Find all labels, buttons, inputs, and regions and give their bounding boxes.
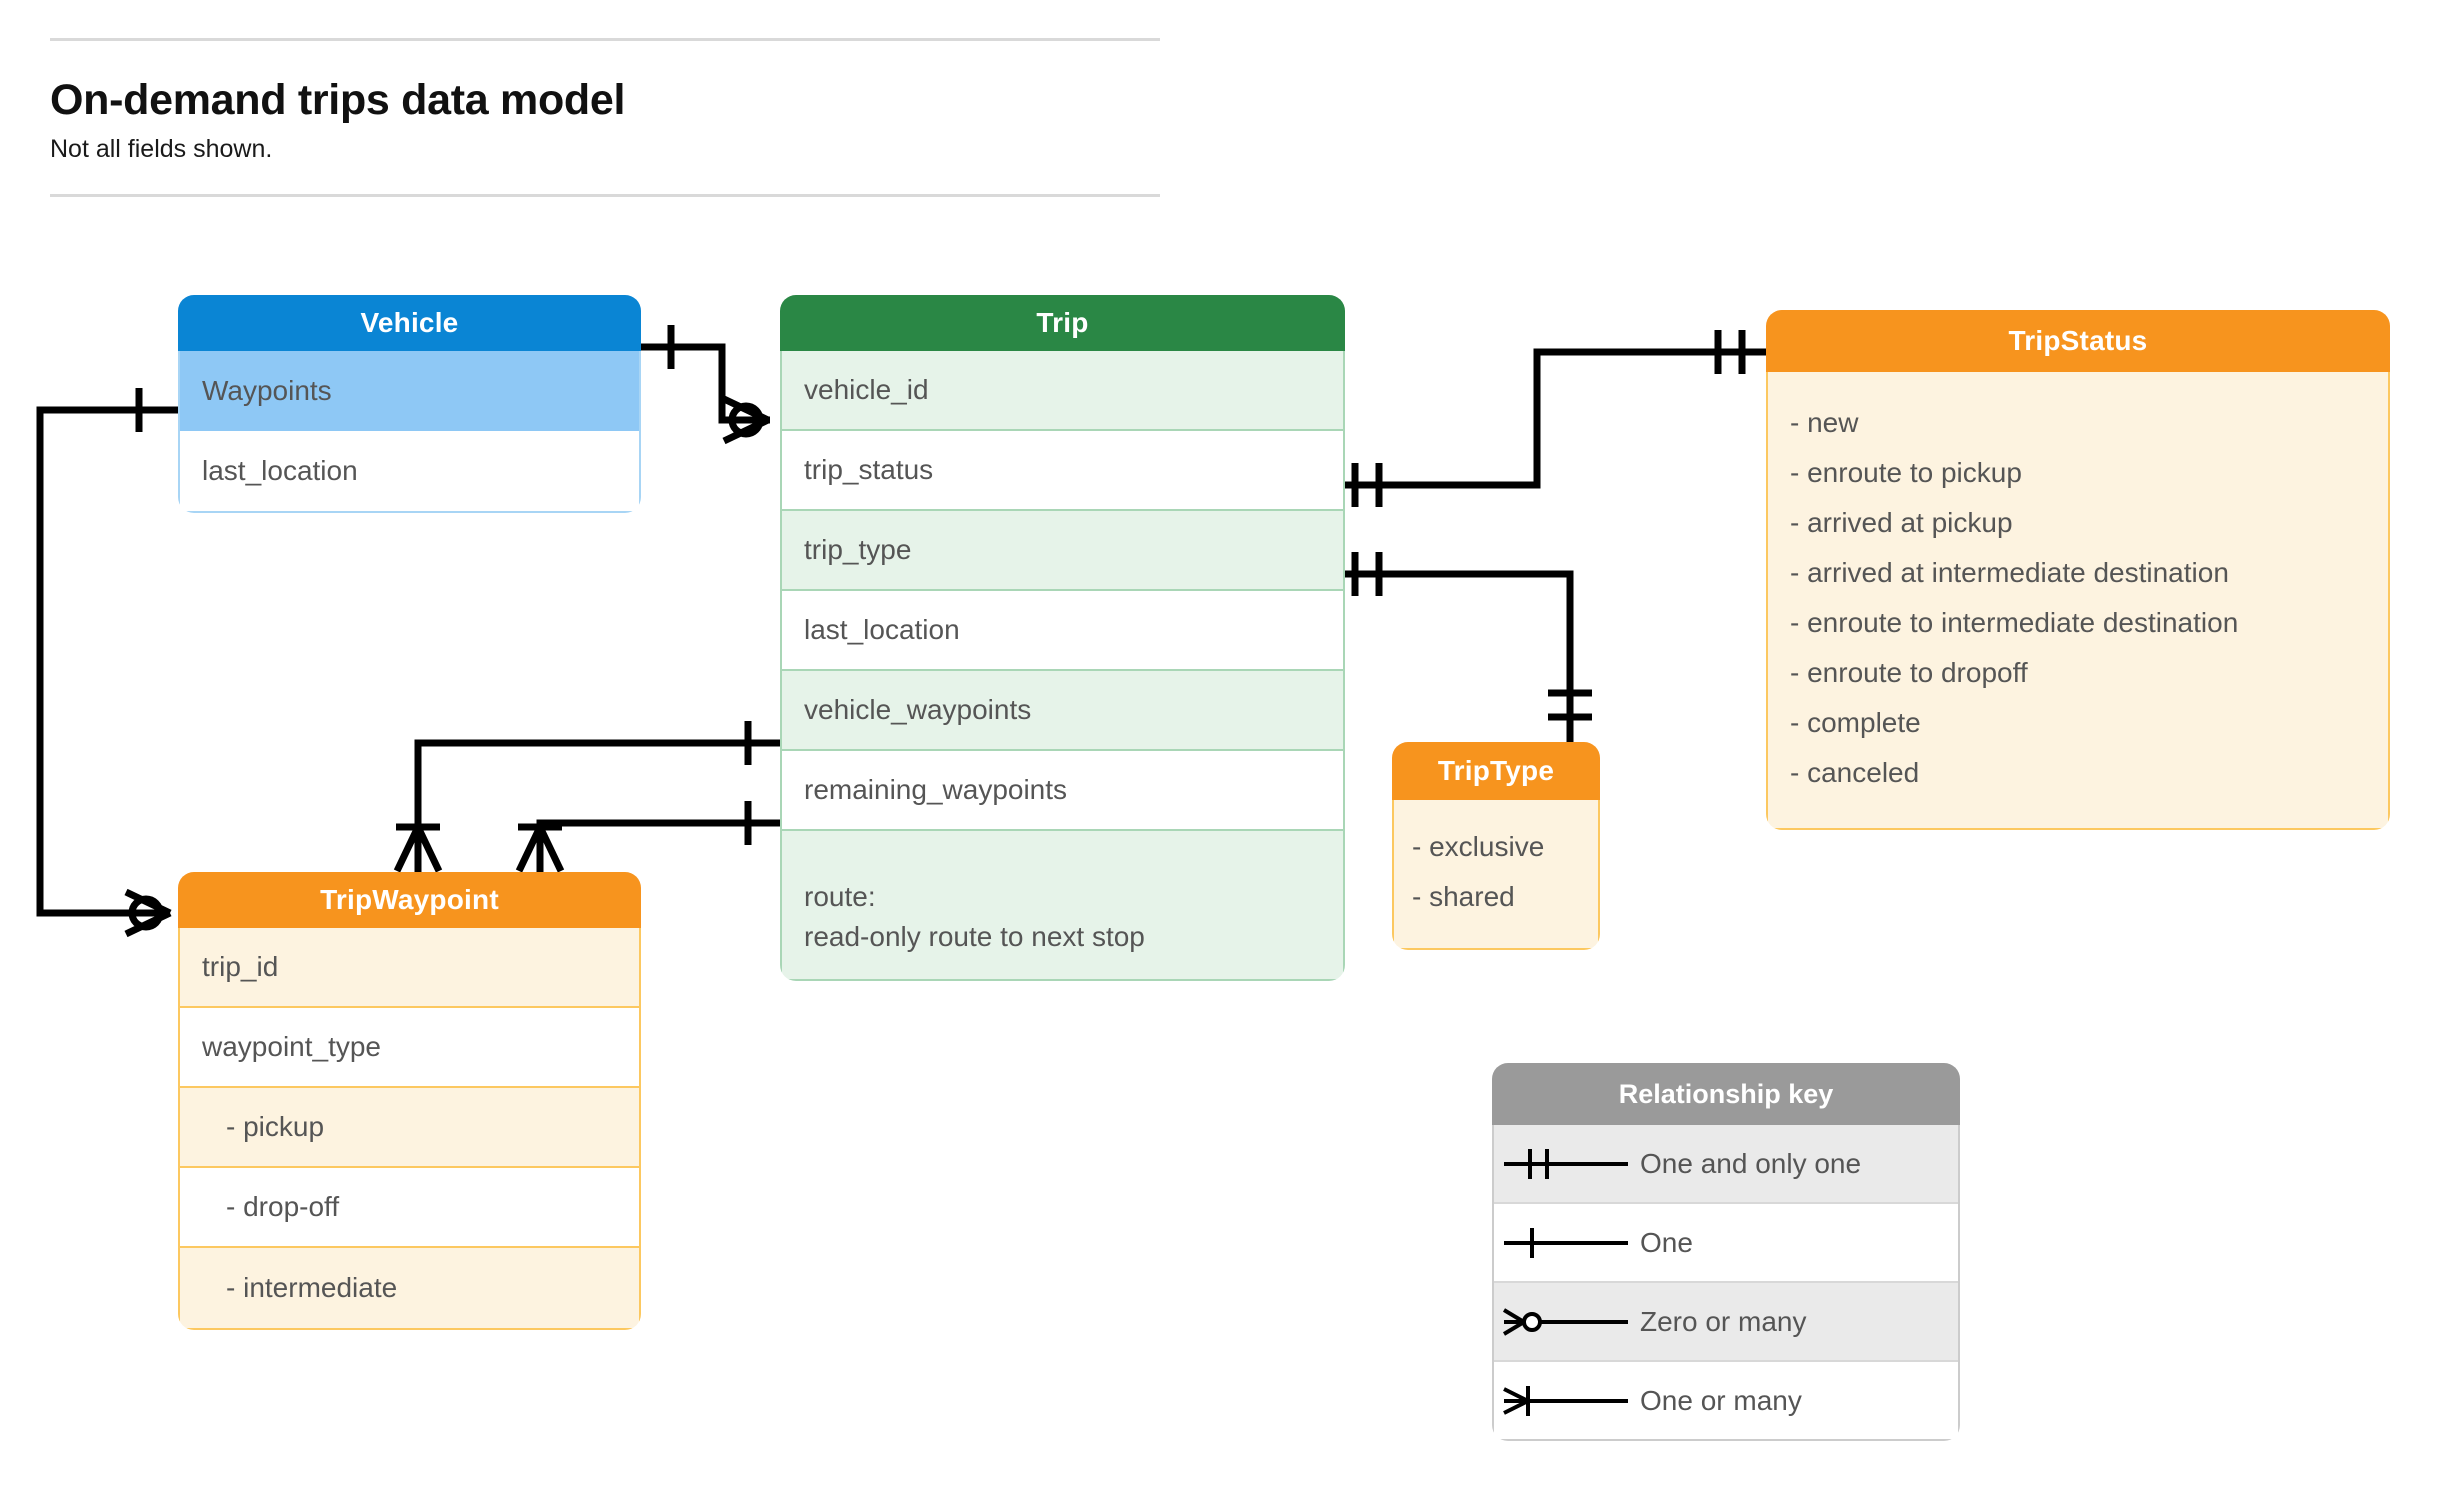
enum-value: - enroute to intermediate destination bbox=[1790, 607, 2239, 638]
field-row-waypoint-type-pickup[interactable]: - pickup bbox=[180, 1088, 639, 1168]
rule-bottom bbox=[50, 194, 1160, 198]
field-label: last_location bbox=[804, 614, 960, 645]
field-row-vehicle-id[interactable]: vehicle_id bbox=[782, 351, 1343, 431]
field-row-waypoint-type-intermediate[interactable]: - intermediate bbox=[180, 1248, 639, 1328]
entity-vehicle-body: Waypoints last_location bbox=[178, 351, 641, 513]
enum-value: - complete bbox=[1790, 707, 1921, 738]
relationship-key-legend[interactable]: Relationship key One and only one bbox=[1492, 1063, 1960, 1441]
connector-remaining-waypoints-to-tripwaypoint bbox=[515, 801, 780, 873]
header-block: On-demand trips data model Not all field… bbox=[50, 38, 1160, 198]
connector-vehicle-to-trip bbox=[641, 325, 770, 445]
field-label-route: route: bbox=[804, 881, 876, 913]
enum-value: - enroute to pickup bbox=[1790, 457, 2022, 488]
field-label: vehicle_id bbox=[804, 374, 929, 405]
field-label: Waypoints bbox=[202, 375, 332, 406]
enum-value: - shared bbox=[1412, 881, 1515, 912]
key-label: One bbox=[1640, 1226, 1693, 1258]
entity-tripstatus-body: - new - enroute to pickup - arrived at p… bbox=[1766, 372, 2390, 830]
key-label: Zero or many bbox=[1640, 1305, 1807, 1337]
relationship-key-body: One and only one One bbox=[1492, 1125, 1960, 1441]
field-label: remaining_waypoints bbox=[804, 774, 1068, 805]
field-label: trip_status bbox=[804, 454, 934, 485]
field-row-remaining-waypoints[interactable]: remaining_waypoints bbox=[782, 751, 1343, 831]
entity-tripwaypoint[interactable]: TripWaypoint trip_id waypoint_type - pic… bbox=[178, 872, 641, 1330]
field-row-last-location[interactable]: last_location bbox=[180, 431, 639, 511]
field-row-trip-status[interactable]: trip_status bbox=[782, 431, 1343, 511]
one-and-only-one-icon bbox=[1494, 1144, 1640, 1184]
entity-tripwaypoint-title: TripWaypoint bbox=[178, 872, 641, 928]
entity-tripstatus[interactable]: TripStatus - new - enroute to pickup - a… bbox=[1766, 310, 2390, 830]
entity-tripstatus-title: TripStatus bbox=[1766, 310, 2390, 372]
entity-vehicle-title: Vehicle bbox=[178, 295, 641, 351]
key-row-zero-or-many: Zero or many bbox=[1494, 1283, 1958, 1362]
relationship-key-title: Relationship key bbox=[1492, 1063, 1960, 1125]
key-label: One and only one bbox=[1640, 1147, 1862, 1179]
field-label: last_location bbox=[202, 455, 358, 486]
entity-trip-title: Trip bbox=[780, 295, 1345, 351]
field-label: - drop-off bbox=[226, 1191, 340, 1222]
enum-value: - arrived at pickup bbox=[1790, 507, 2013, 538]
rule-top bbox=[50, 38, 1160, 41]
entity-tripwaypoint-body: trip_id waypoint_type - pickup - drop-of… bbox=[178, 928, 641, 1330]
field-label: waypoint_type bbox=[202, 1031, 382, 1062]
connector-trip-status-to-tripstatus bbox=[1345, 330, 1766, 507]
enum-value: - arrived at intermediate destination bbox=[1790, 557, 2229, 588]
entity-trip[interactable]: Trip vehicle_id trip_status trip_type la… bbox=[780, 295, 1345, 981]
field-row-waypoint-type-dropoff[interactable]: - drop-off bbox=[180, 1168, 639, 1248]
key-row-one: One bbox=[1494, 1204, 1958, 1283]
field-row-waypoint-type[interactable]: waypoint_type bbox=[180, 1008, 639, 1088]
field-label: - pickup bbox=[226, 1111, 325, 1142]
entity-triptype-title: TripType bbox=[1392, 742, 1600, 800]
key-label: One or many bbox=[1640, 1384, 1802, 1416]
page-title: On-demand trips data model bbox=[50, 76, 626, 124]
field-row-last-location[interactable]: last_location bbox=[782, 591, 1343, 671]
field-row-trip-type[interactable]: trip_type bbox=[782, 511, 1343, 591]
field-row-trip-id[interactable]: trip_id bbox=[180, 928, 639, 1008]
entity-triptype[interactable]: TripType - exclusive - shared bbox=[1392, 742, 1600, 950]
one-or-many-icon bbox=[1494, 1381, 1640, 1421]
entity-trip-body: vehicle_id trip_status trip_type last_lo… bbox=[780, 351, 1345, 981]
field-label: trip_type bbox=[804, 534, 912, 565]
connector-vehicle-waypoints-field-to-tripwaypoint bbox=[393, 721, 780, 873]
connector-vehicle-waypoints-to-tripwaypoint bbox=[36, 388, 178, 938]
enum-value: - canceled bbox=[1790, 757, 1920, 788]
field-label: - intermediate bbox=[226, 1272, 398, 1303]
enum-value: - new bbox=[1790, 407, 1859, 438]
enum-value: - exclusive bbox=[1412, 831, 1545, 862]
zero-or-many-icon bbox=[1494, 1302, 1640, 1342]
field-row-route[interactable]: route: read-only route to next stop bbox=[782, 831, 1343, 979]
key-row-one-or-many: One or many bbox=[1494, 1362, 1958, 1439]
field-description-route: read-only route to next stop bbox=[804, 921, 1145, 952]
entity-triptype-body: - exclusive - shared bbox=[1392, 800, 1600, 950]
field-label: trip_id bbox=[202, 951, 279, 982]
enum-value: - enroute to dropoff bbox=[1790, 657, 2028, 688]
connector-trip-type-to-triptype bbox=[1345, 552, 1592, 742]
page-subtitle: Not all fields shown. bbox=[50, 135, 273, 164]
key-row-one-and-only-one: One and only one bbox=[1494, 1125, 1958, 1204]
entity-vehicle[interactable]: Vehicle Waypoints last_location bbox=[178, 295, 641, 513]
field-label: vehicle_waypoints bbox=[804, 694, 1032, 725]
field-row-vehicle-waypoints[interactable]: vehicle_waypoints bbox=[782, 671, 1343, 751]
field-row-waypoints[interactable]: Waypoints bbox=[180, 351, 639, 431]
one-icon bbox=[1494, 1223, 1640, 1263]
